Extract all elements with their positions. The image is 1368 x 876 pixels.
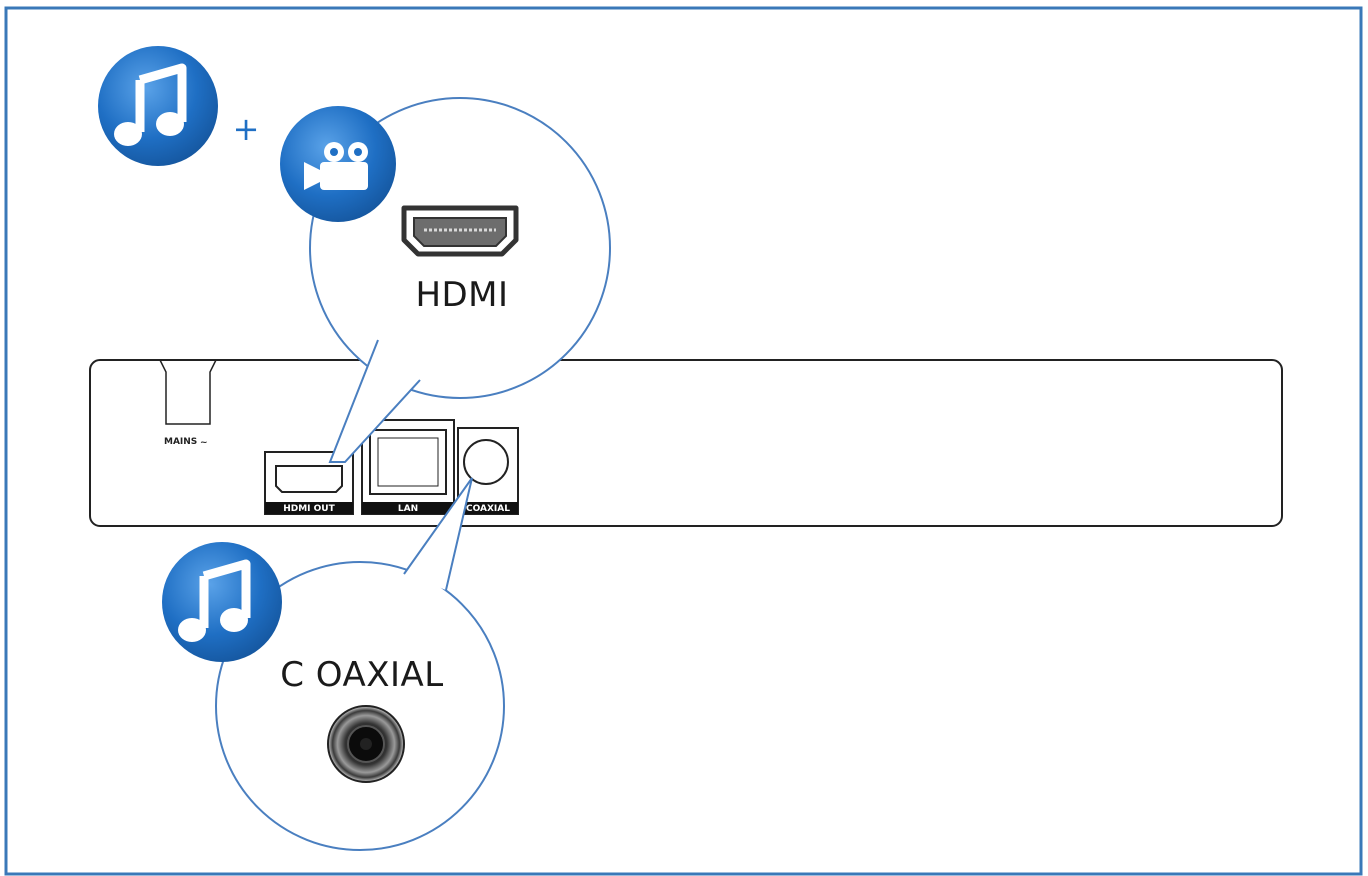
hdmi-out-label: HDMI OUT xyxy=(283,504,335,514)
music-note-icon xyxy=(98,46,218,166)
music-note-icon xyxy=(162,542,282,662)
lan-label: LAN xyxy=(398,504,418,514)
mains-socket xyxy=(159,359,217,425)
coaxial-port-label: COAXIAL xyxy=(466,504,510,514)
diagram-frame xyxy=(4,6,1363,876)
video-camera-icon xyxy=(280,106,396,222)
hdmi-connector-icon xyxy=(401,205,519,257)
coaxial-port: COAXIAL xyxy=(457,427,519,515)
device-rear-panel: MAINS ~ HDMI OUT LAN COAXIAL xyxy=(89,359,1283,527)
coaxial-callout-label: C OAXIAL xyxy=(280,655,444,695)
hdmi-callout-label: HDMI xyxy=(415,275,508,315)
plus-sign: + xyxy=(233,110,260,148)
mains-symbol: ~ xyxy=(200,438,208,448)
mains-label: MAINS xyxy=(164,437,197,447)
coaxial-callout: C OAXIAL xyxy=(215,477,505,851)
coaxial-jack-icon xyxy=(327,705,405,783)
lan-port: LAN xyxy=(361,419,455,515)
hdmi-out-port: HDMI OUT xyxy=(264,451,354,515)
